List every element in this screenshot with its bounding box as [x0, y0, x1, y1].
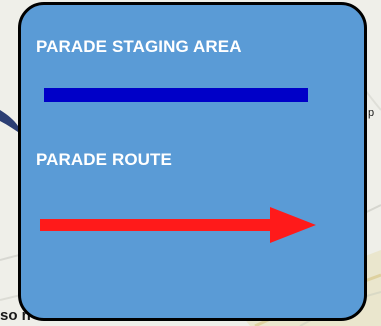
map-legend: [18, 2, 367, 321]
legend-label-parade-route: PARADE ROUTE: [36, 150, 172, 169]
map-marker-shape: [0, 110, 18, 132]
legend-symbol-route-arrow: [40, 207, 316, 243]
legend-symbol-staging-line: [44, 88, 308, 102]
legend-label-staging-area: PARADE STAGING AREA: [36, 37, 242, 56]
map-label-right: p: [368, 107, 375, 119]
